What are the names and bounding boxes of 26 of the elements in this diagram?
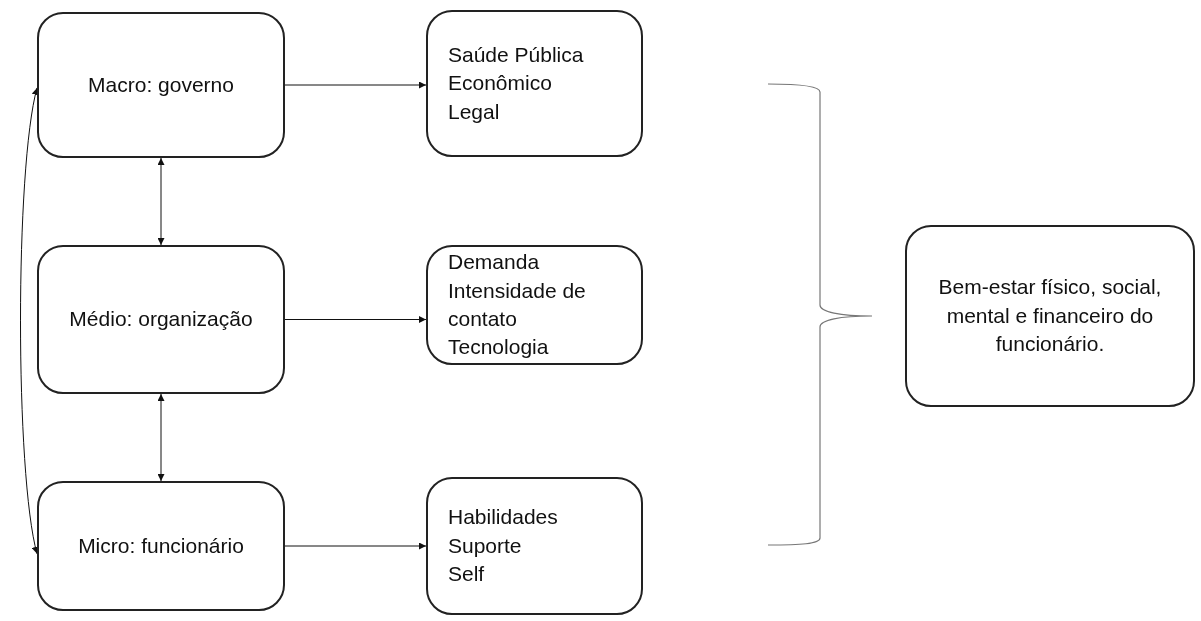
box-text: Bem-estar físico, social, mental e financeiro do funcionário. — [937, 274, 1163, 358]
box-text: Legal — [448, 98, 500, 125]
rounded-box — [426, 245, 643, 365]
rounded-box — [905, 225, 1195, 407]
box-text: Suporte — [448, 532, 522, 559]
rounded-box — [37, 12, 285, 158]
rounded-box — [37, 481, 285, 611]
box-text: Macro: governo — [88, 71, 234, 98]
box-text: Demanda — [448, 249, 540, 276]
arrow — [284, 81, 427, 89]
arrow — [284, 316, 427, 323]
box-text: Saúde Pública — [448, 42, 584, 68]
arrow — [157, 157, 165, 246]
box-text: Self — [448, 561, 485, 588]
box-text: Intensidade de contato — [448, 277, 587, 332]
arrow — [20, 87, 39, 555]
rounded-box — [426, 10, 643, 157]
box-text: Econômico — [448, 70, 552, 97]
box-text: Médio: organização — [69, 306, 253, 333]
box-text: Habilidades — [448, 504, 558, 531]
box-text: Tecnologia — [448, 334, 549, 361]
rounded-box — [426, 477, 643, 615]
box-text: Micro: funcionário — [78, 532, 244, 559]
arrow — [284, 542, 427, 550]
rounded-box — [37, 245, 285, 394]
arrow — [157, 393, 165, 482]
